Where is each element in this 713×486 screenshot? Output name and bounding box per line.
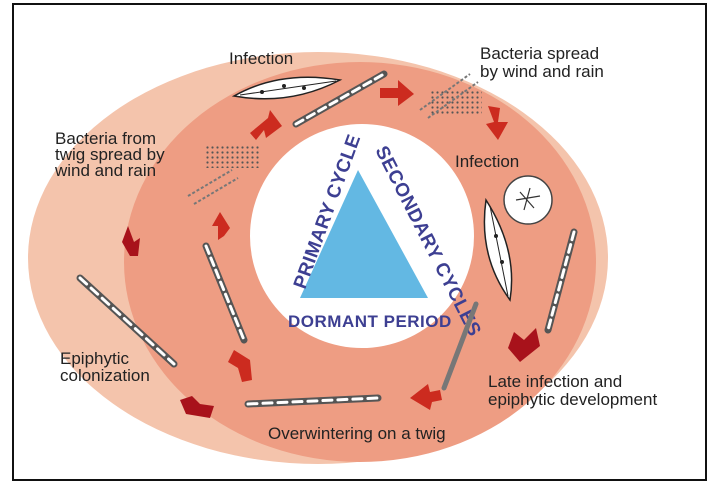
label-overwintering: Overwintering on a twig [268, 425, 446, 442]
label-infection-right: Infection [455, 153, 519, 170]
magnified-leaf-spot-icon [504, 176, 552, 224]
dormant-period-text: DORMANT PERIOD [288, 312, 452, 331]
label-epiphytic-colonization: Epiphytic colonization [60, 350, 150, 384]
label-infection-top: Infection [229, 50, 293, 67]
label-late-infection: Late infection and epiphytic development [488, 373, 657, 409]
label-bacteria-spread: Bacteria spread by wind and rain [480, 45, 604, 81]
label-bacteria-from-twig: Bacteria from twig spread by wind and ra… [55, 131, 165, 179]
